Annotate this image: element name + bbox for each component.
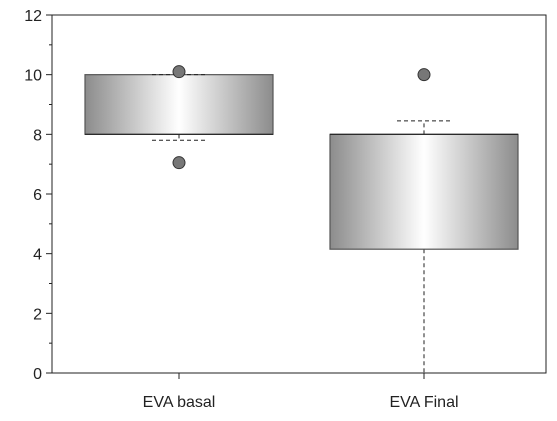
y-tick-label-0: 0 <box>33 366 42 383</box>
box-group-1 <box>329 68 519 374</box>
x-axis: EVA basal EVA Final <box>143 373 459 411</box>
outlier-point-0-1 <box>172 156 186 170</box>
y-tick-label-12: 12 <box>24 8 42 25</box>
y-tick-label-4: 4 <box>33 247 42 264</box>
outlier-point-0-0 <box>172 65 186 79</box>
box-group-0 <box>84 65 274 170</box>
box-1 <box>329 133 519 250</box>
x-category-label-1: EVA Final <box>389 394 458 411</box>
boxes-layer <box>84 65 519 374</box>
y-tick-label-6: 6 <box>33 187 42 204</box>
x-category-label-0: EVA basal <box>143 394 216 411</box>
box-0 <box>84 74 274 135</box>
y-tick-label-8: 8 <box>33 127 42 144</box>
y-tick-label-2: 2 <box>33 306 42 323</box>
y-tick-label-10: 10 <box>24 68 42 85</box>
outlier-point-1-0 <box>417 68 431 82</box>
y-axis: 0 2 4 6 8 10 12 <box>24 8 52 383</box>
